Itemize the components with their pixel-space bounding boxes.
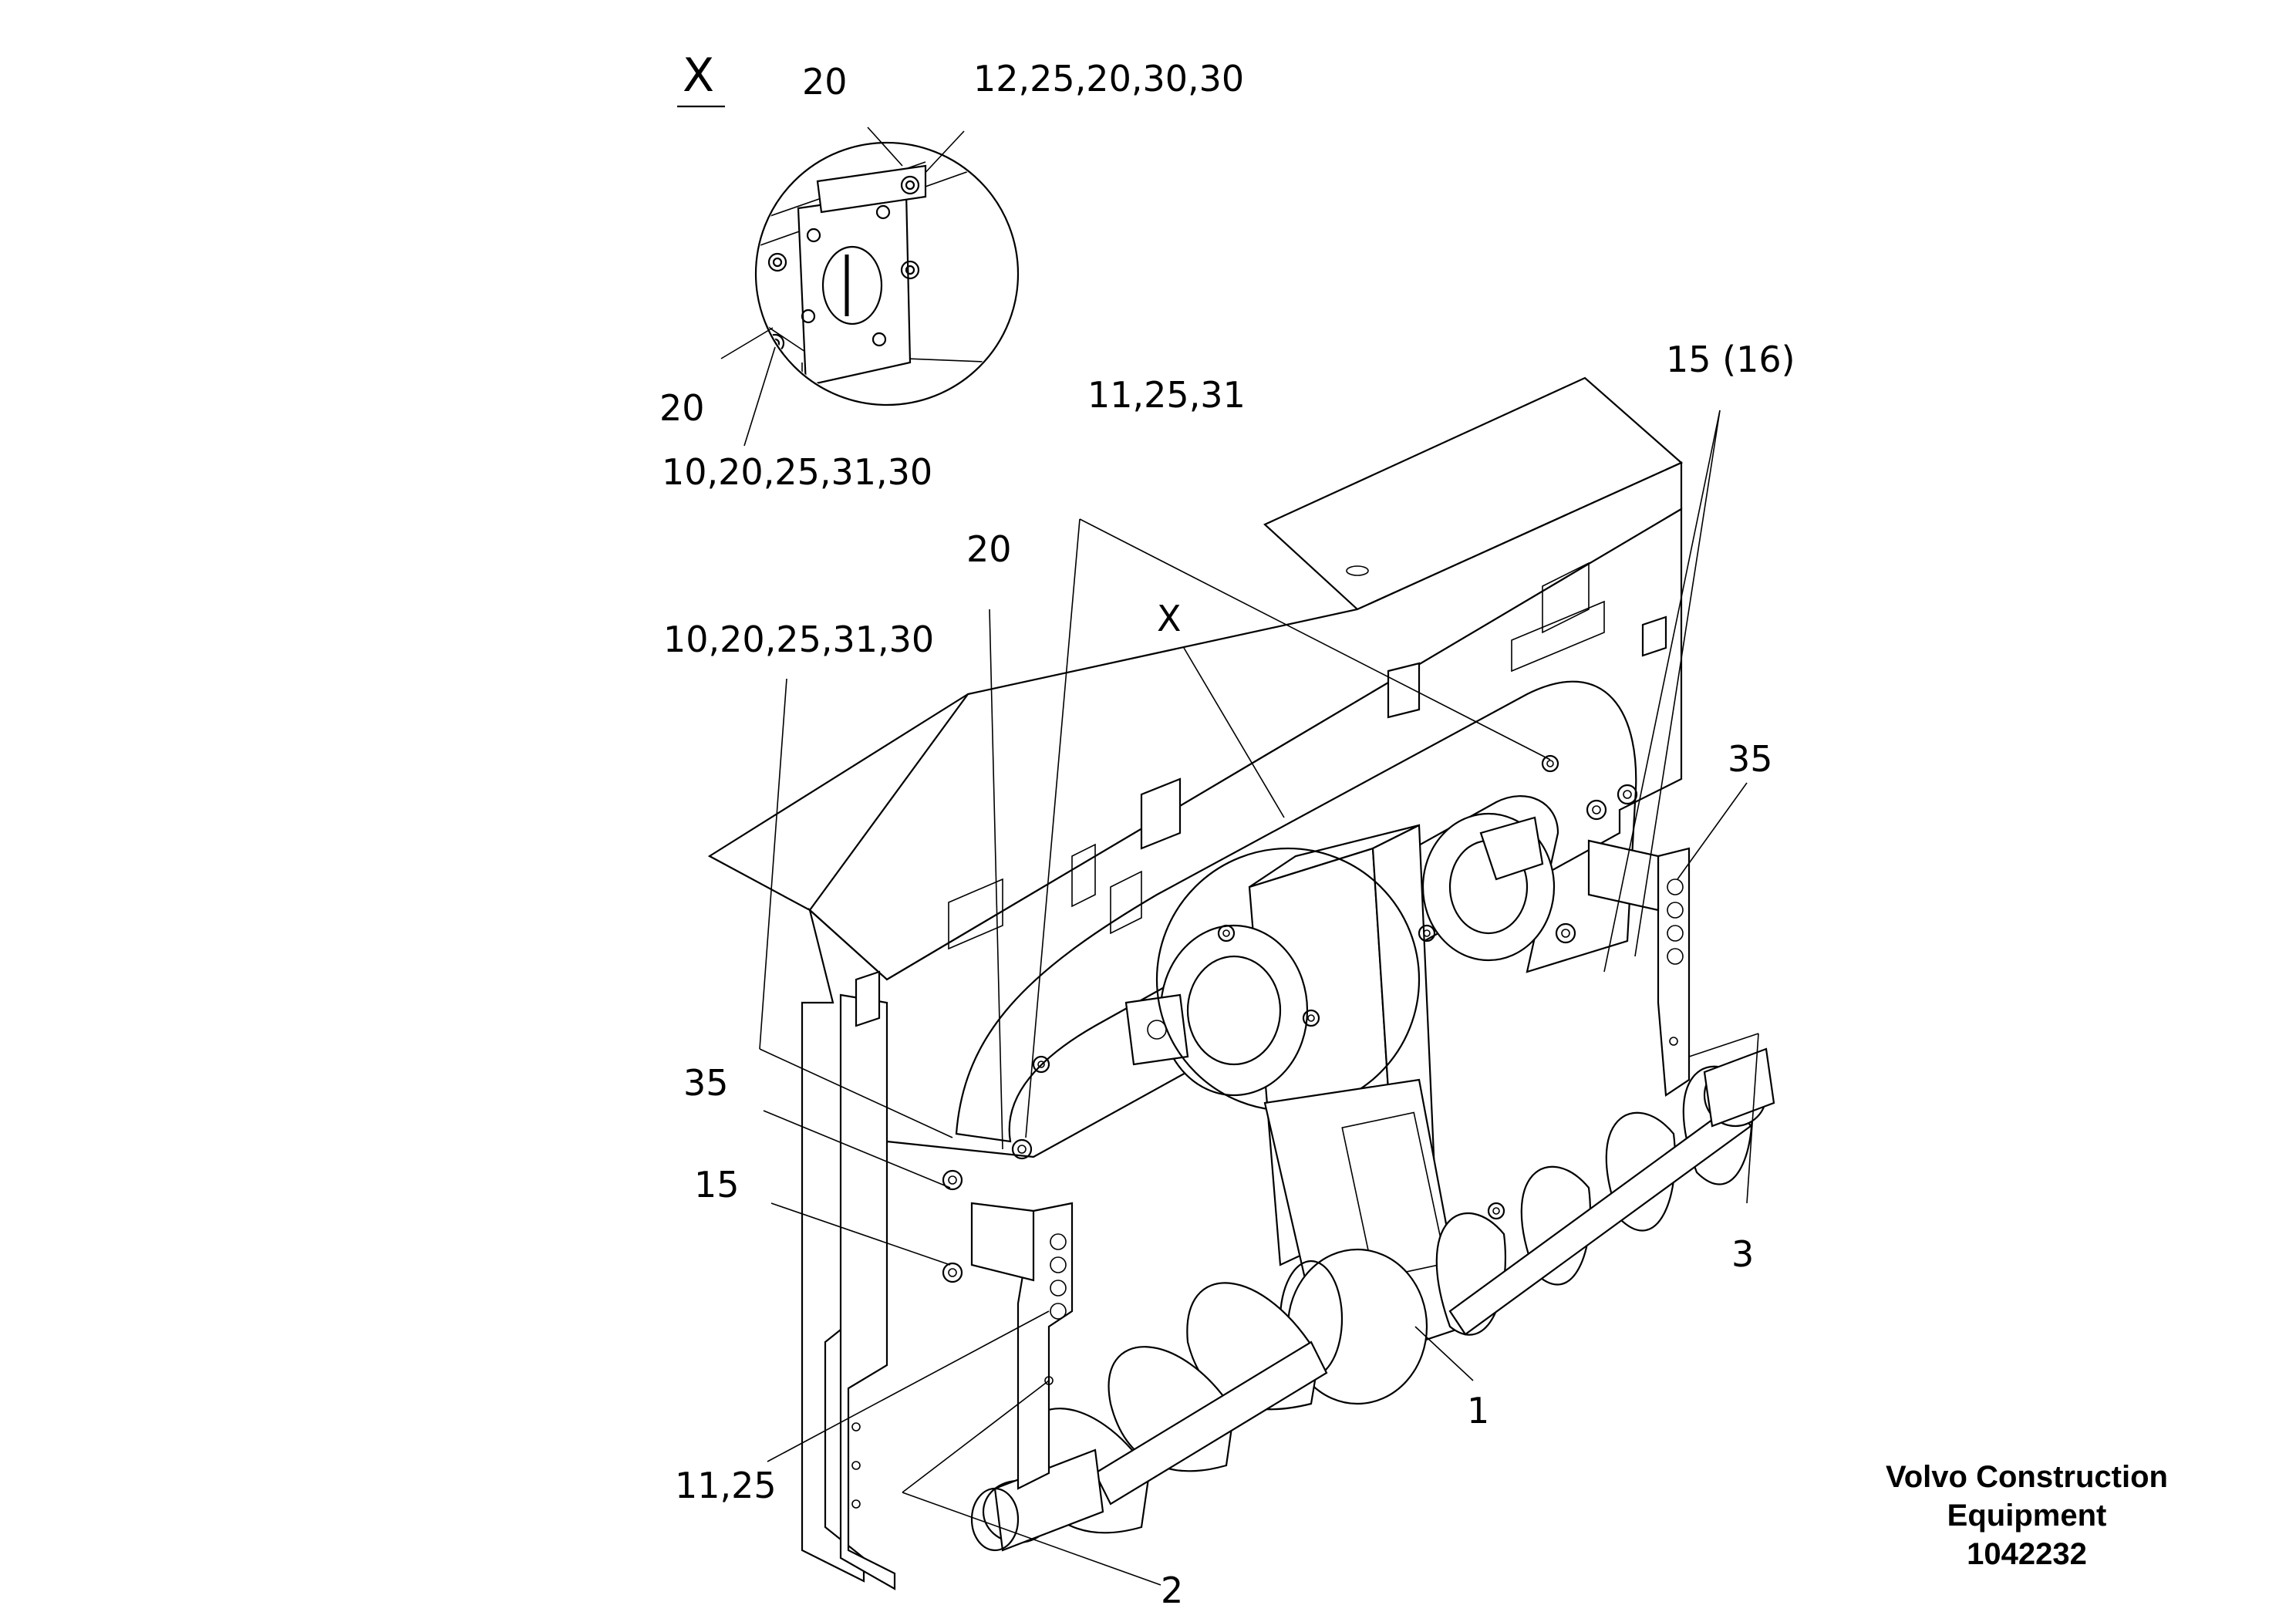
leader-10-20-b (759, 1048, 953, 1138)
title-line-1: Volvo Construction (1886, 1460, 2168, 1494)
leader-15-16-b (1603, 410, 1721, 973)
detail-view-x: X 20 12,25,20,30,30 20 10,20,25,31,30 (659, 49, 1244, 493)
leader-11-25-31-a (1025, 518, 1081, 1138)
leader-15 (770, 1202, 951, 1266)
main-assembly (707, 376, 1775, 1590)
detail-label-10-20-25-31-30: 10,20,25,31,30 (662, 451, 932, 493)
callouts: 11,25,31 15 (16) 20 10,20,25,31,30 X 35 … (663, 339, 1795, 1611)
frame-bolts (942, 754, 1638, 1283)
detail-label-12-25-20-30-30: 12,25,20,30,30 (973, 58, 1244, 99)
drawing-number: 1042232 (1967, 1537, 2087, 1571)
leader-2-a (902, 1492, 1161, 1586)
leader-35-left (763, 1110, 951, 1189)
detail-marker: X (683, 49, 714, 103)
detail-leader-bottom (743, 346, 776, 447)
detail-label-20-top: 20 (802, 61, 848, 103)
callout-1: 1 (1467, 1390, 1489, 1431)
callout-15-16: 15 (16) (1666, 339, 1795, 380)
callout-11-25: 11,25 (675, 1465, 777, 1506)
leader-35-right (1677, 782, 1748, 880)
title-line-2: Equipment (1947, 1499, 2107, 1533)
leader-11-25-31-b (1079, 518, 1551, 760)
leader-11-25 (767, 1310, 1050, 1462)
callout-15: 15 (694, 1164, 740, 1206)
callout-2: 2 (1161, 1570, 1183, 1611)
leader-3-a (1746, 1033, 1759, 1204)
ring-frame (955, 680, 1637, 1143)
callout-11-25-31: 11,25,31 (1087, 374, 1246, 416)
right-auger (1435, 1047, 1775, 1336)
leader-3-b (1688, 1033, 1759, 1057)
callout-20: 20 (966, 528, 1012, 570)
callout-3: 3 (1731, 1233, 1754, 1275)
leader-1 (1414, 1326, 1474, 1381)
title-block: Volvo Construction Equipment 1042232 (1886, 1460, 2168, 1571)
detail-label-20-left: 20 (659, 387, 705, 429)
left-auger (970, 1282, 1328, 1552)
detail-content (757, 161, 1003, 403)
callout-35-left: 35 (683, 1062, 729, 1104)
leader-10-20-a (759, 678, 787, 1050)
leader-15-16-a (1634, 410, 1721, 957)
detail-leader-20-left (720, 327, 774, 359)
leader-20 (989, 609, 1003, 1150)
leader-x (1183, 647, 1285, 818)
callout-10-20-25-31-30: 10,20,25,31,30 (663, 619, 934, 660)
left-side-plate (839, 993, 896, 1590)
callout-35-right: 35 (1728, 738, 1773, 780)
leader-2-b (902, 1380, 1050, 1493)
right-arm (1657, 847, 1691, 1097)
callout-x: X (1157, 598, 1182, 639)
detail-circle (754, 141, 1020, 406)
detail-leader-20 (867, 126, 903, 167)
